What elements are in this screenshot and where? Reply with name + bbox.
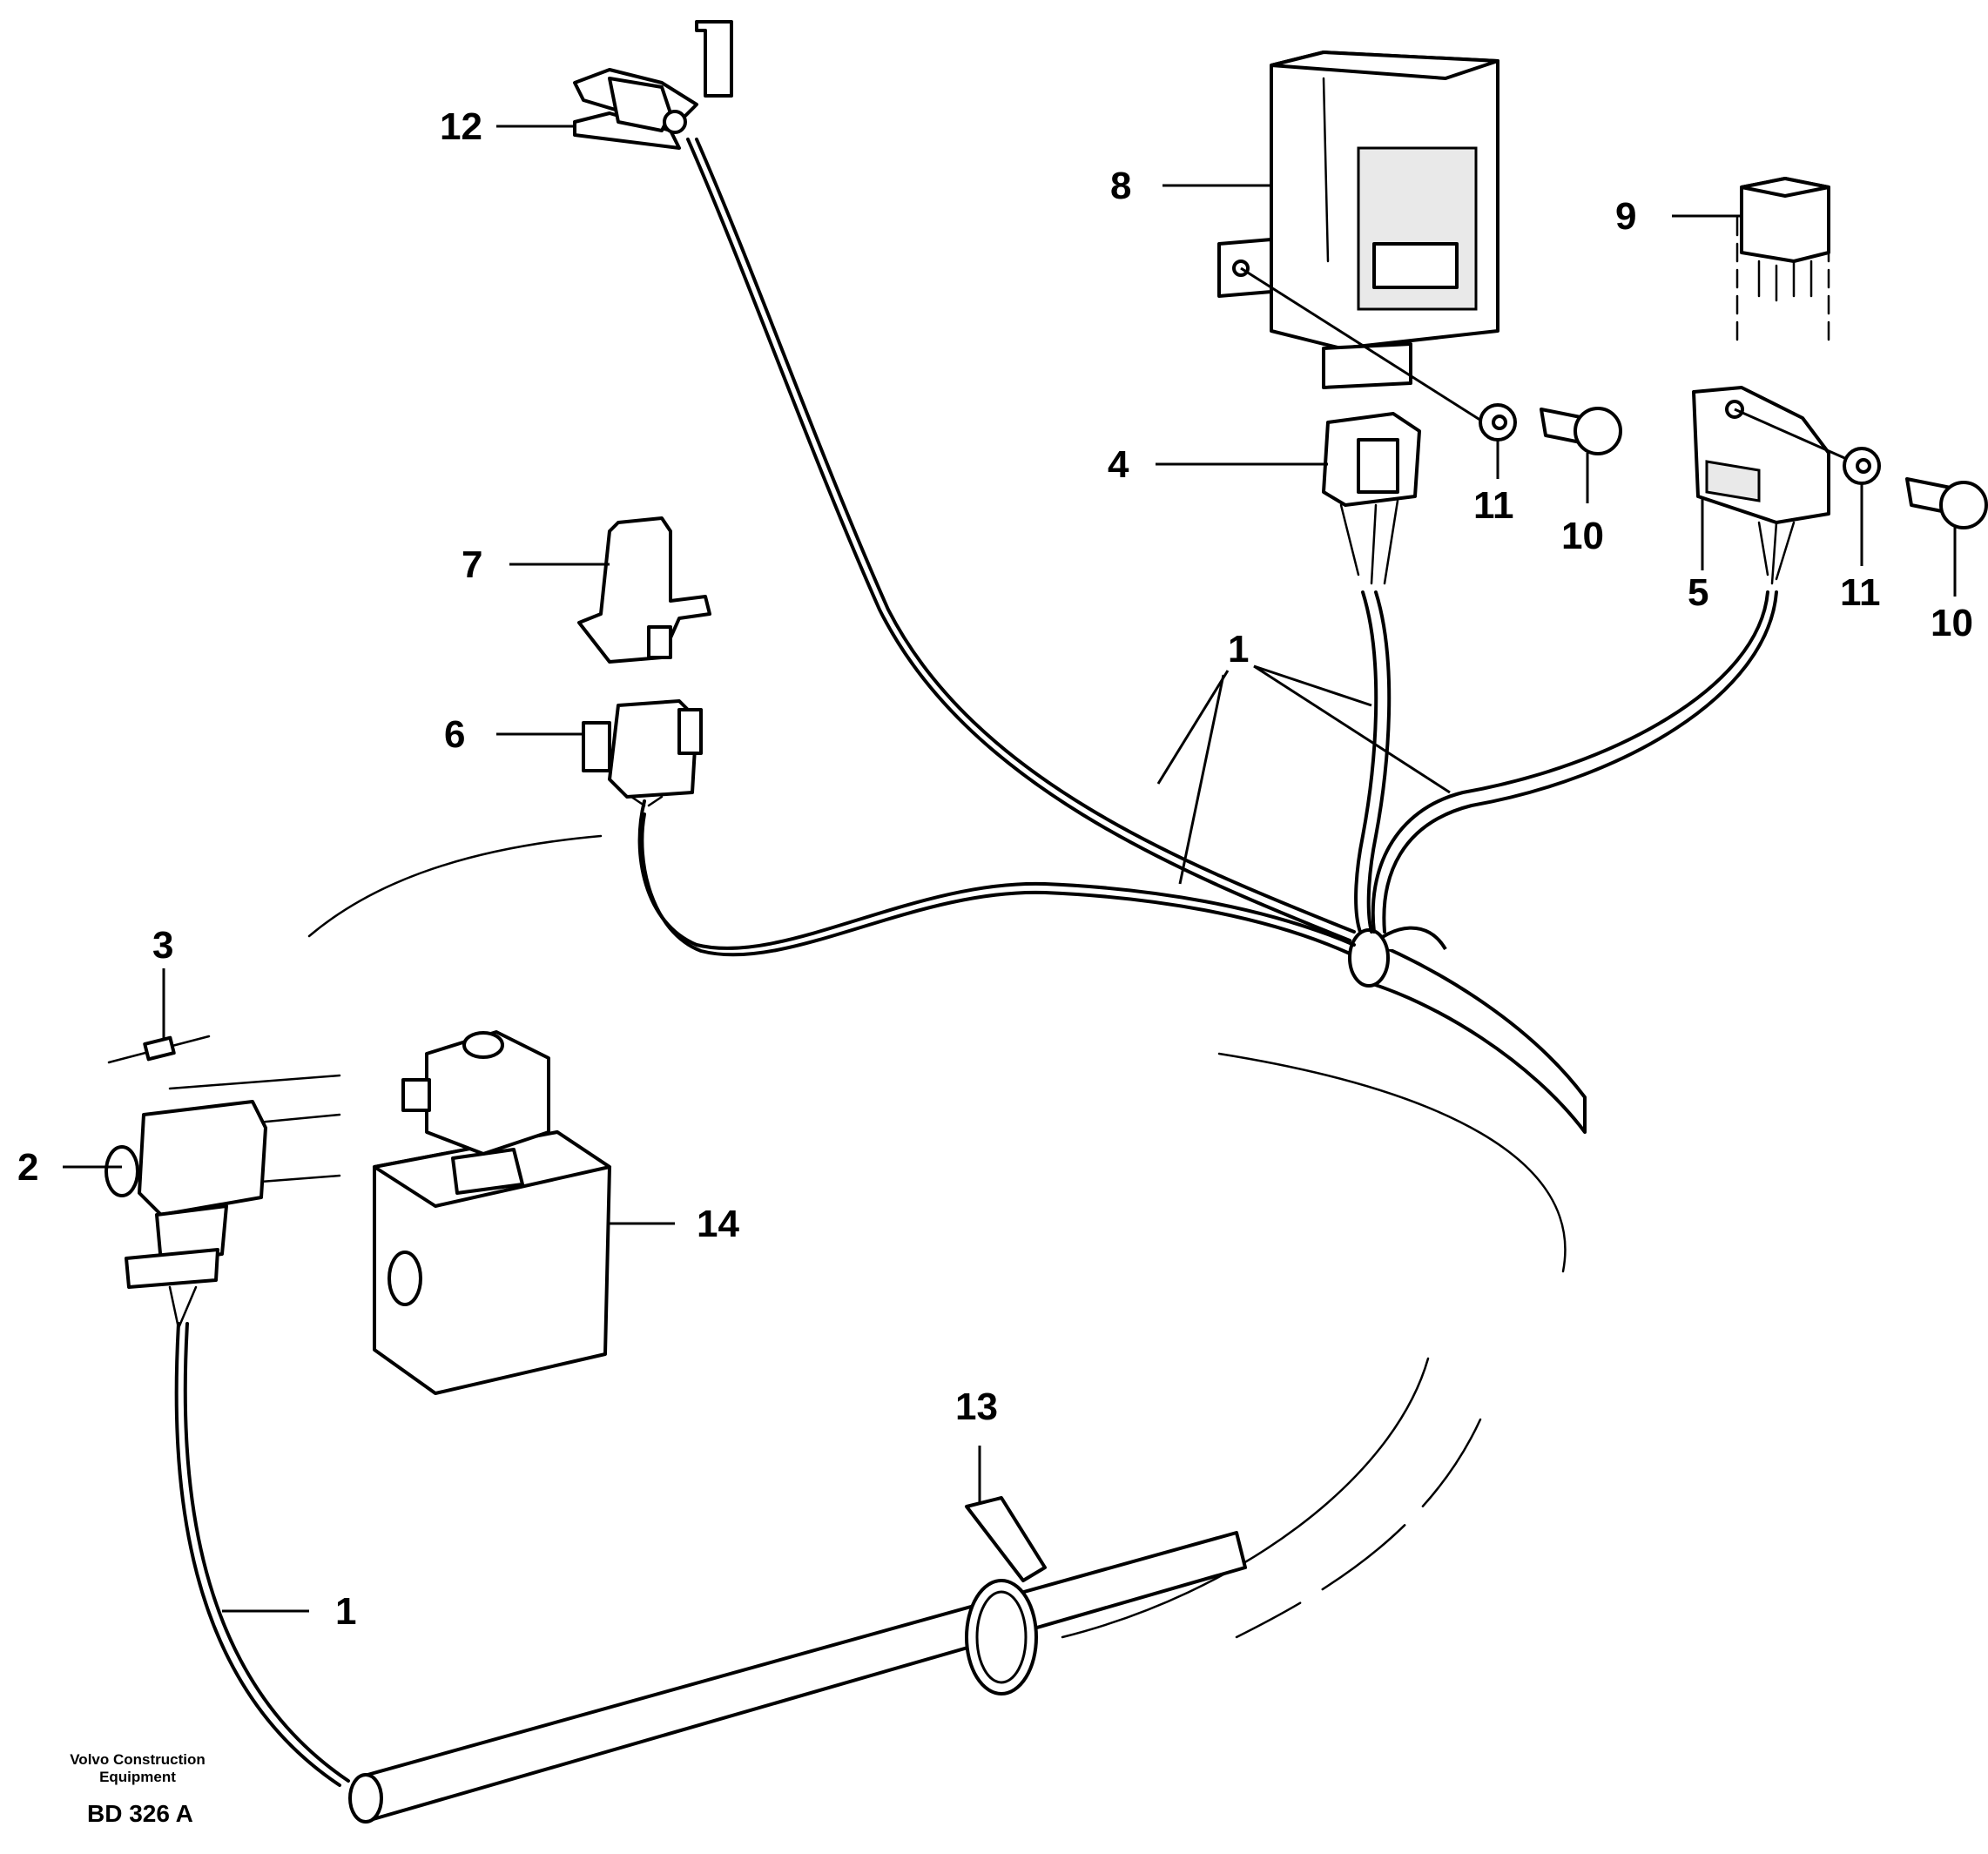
part-13-cable-tie: [965, 1496, 1047, 1696]
wire-harness: [174, 138, 1778, 1824]
publisher-line-1: Volvo Construction: [70, 1751, 206, 1768]
callout-leaders: [63, 125, 1957, 1613]
part-6-connector: [582, 699, 703, 807]
callout-3: 3: [152, 924, 173, 967]
part-12-bracket-clip: [573, 20, 733, 150]
callout-13: 13: [955, 1385, 998, 1428]
part-9-relay: [1735, 177, 1830, 350]
part-2-plug: [104, 1100, 267, 1330]
callout-4: 4: [1108, 443, 1129, 486]
callout-5: 5: [1688, 571, 1708, 614]
callout-2: 2: [17, 1146, 38, 1189]
part-3-pin: [107, 1035, 211, 1064]
callout-14: 14: [697, 1203, 739, 1245]
part-10-11-fasteners: [1240, 266, 1988, 529]
callout-10b: 10: [1931, 602, 1973, 644]
callout-1-top: 1: [1228, 628, 1249, 671]
callout-1-bottom: 1: [335, 1590, 356, 1633]
callout-6: 6: [444, 713, 465, 756]
callout-labels: 12 8 9 4 11 10 7 5 11 10 1 6 3 2 14 13 1: [17, 105, 1973, 1633]
part-14-solenoid-valve: [373, 1030, 611, 1395]
drawing-id: BD 326 A: [87, 1800, 193, 1827]
callout-11a: 11: [1473, 484, 1514, 527]
part-7-connector-housing: [577, 516, 711, 664]
publisher-line-2: Equipment: [99, 1769, 176, 1785]
callout-12: 12: [440, 105, 482, 148]
part-8-control-unit: [1217, 51, 1499, 389]
callout-9: 9: [1615, 195, 1636, 238]
callout-11b: 11: [1840, 571, 1881, 614]
part-5-relay-socket: [1692, 386, 1830, 585]
callout-8: 8: [1110, 165, 1131, 207]
callout-10a: 10: [1561, 515, 1604, 557]
callout-7: 7: [462, 543, 482, 586]
drawing-footer: Volvo Construction Equipment BD 326 A: [70, 1751, 206, 1827]
part-4-connector: [1322, 412, 1421, 585]
